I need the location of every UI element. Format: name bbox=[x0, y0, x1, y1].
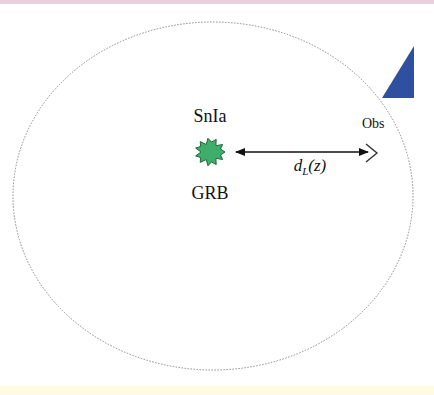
observer-eye bbox=[364, 142, 380, 164]
source-node: SnIaGRB bbox=[180, 106, 240, 204]
distance-label: dL(z) bbox=[291, 156, 330, 177]
top-band bbox=[0, 0, 434, 4]
pointer-triangle bbox=[382, 46, 414, 98]
source-label: SnIa bbox=[180, 106, 240, 127]
observer-node: Obs bbox=[362, 116, 402, 164]
bottom-band bbox=[0, 386, 434, 395]
universe-sphere bbox=[13, 22, 413, 370]
star-shape bbox=[196, 138, 225, 165]
source-label: GRB bbox=[180, 183, 240, 204]
explosion-star bbox=[193, 137, 227, 167]
distance-arrow bbox=[236, 151, 368, 152]
observer-label: Obs bbox=[362, 116, 402, 132]
